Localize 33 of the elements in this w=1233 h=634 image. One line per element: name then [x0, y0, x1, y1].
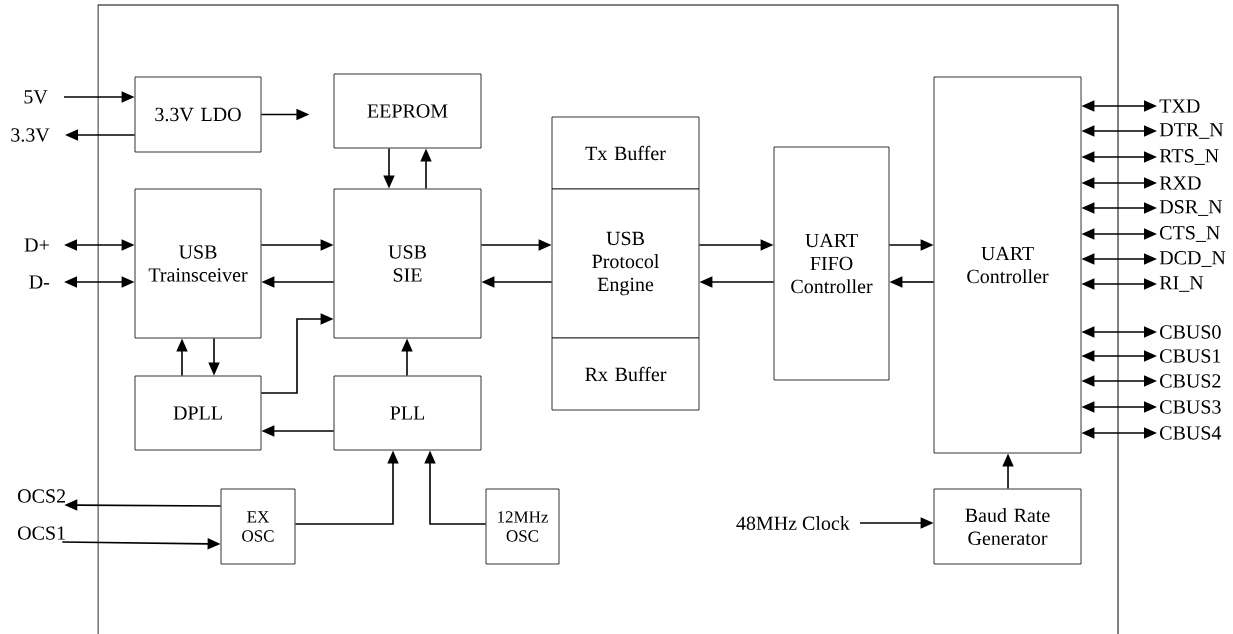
signal-label: CBUS0: [1160, 325, 1221, 339]
signal-label: DTR_N: [1159, 123, 1224, 139]
signal-label: CTS_N: [1160, 226, 1220, 242]
block-box: Rx Buffer: [551, 337, 700, 411]
block-box: Tx Buffer: [551, 116, 700, 190]
block-box: EEPROM: [333, 73, 482, 149]
signal-label: D-: [29, 275, 50, 289]
signal-label: OCS1: [18, 526, 65, 540]
signal-label: DSR_N: [1159, 200, 1223, 216]
signal-label: D+: [24, 238, 49, 252]
signal-label: RXD: [1159, 176, 1201, 190]
block-box: Baud Rate Generator: [933, 488, 1082, 565]
signal-label: 5V: [24, 90, 48, 104]
signal-label: TXD: [1159, 99, 1200, 113]
block-box: 3.3V LDO: [134, 76, 262, 153]
block-box: USB Trainsceiver: [134, 188, 262, 339]
block-box: DPLL: [134, 375, 262, 451]
block-box: UART FIFO Controller: [773, 146, 890, 381]
signal-label: 3.3V: [11, 128, 50, 142]
signal-label: CBUS2: [1160, 374, 1221, 388]
signal-label: RI_N: [1159, 276, 1204, 292]
signal-label: 48MHz Clock: [736, 515, 850, 531]
signal-label: OCS2: [18, 489, 65, 503]
signal-label: CBUS4: [1160, 426, 1222, 440]
block-box: UART Controller: [933, 76, 1082, 454]
signal-label: RTS_N: [1159, 149, 1219, 165]
signal-label: CBUS1: [1160, 349, 1221, 363]
signal-label: CBUS3: [1160, 400, 1221, 414]
block-box: USB SIE: [333, 188, 482, 339]
block-box: EX OSC: [220, 488, 296, 565]
signal-label: DCD_N: [1159, 251, 1226, 267]
block-box: PLL: [333, 375, 482, 451]
block-box: 12MHz OSC: [485, 488, 560, 565]
